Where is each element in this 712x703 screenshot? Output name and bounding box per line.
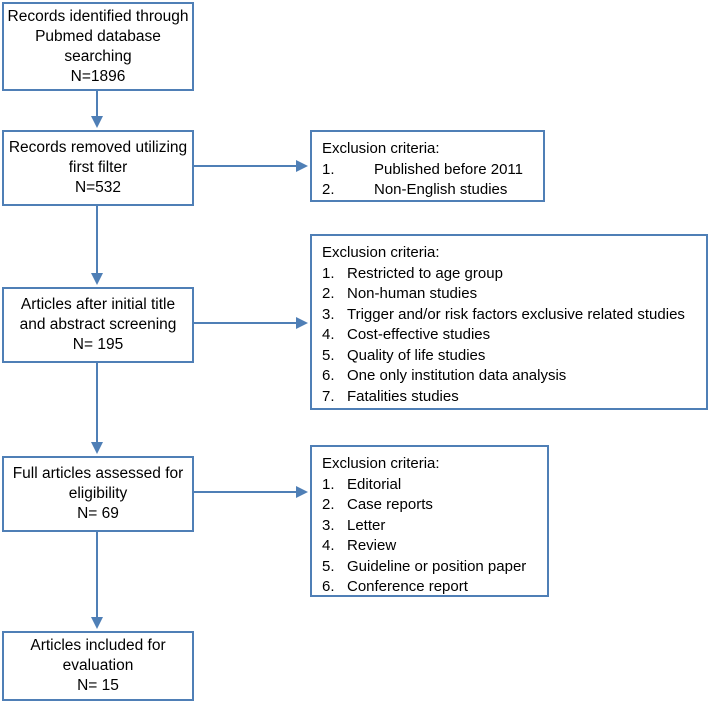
articles-included-box: Articles included for evaluation N= 15	[2, 631, 194, 701]
box-line: evaluation	[62, 657, 134, 674]
box-line: Articles included for	[30, 637, 166, 654]
exclusion-item: 5. Quality of life studies	[322, 346, 706, 367]
exclusion-item-text: One only institution data analysis	[347, 367, 567, 384]
exclusion-criteria-box-3: Exclusion criteria: 1. Editorial 2. Case…	[310, 445, 549, 597]
exclusion-item-number: 5.	[322, 557, 335, 575]
exclusion-item: 6. Conference report	[322, 577, 547, 598]
exclusion-item-number: 7.	[322, 387, 335, 405]
exclusion-item-number: 2.	[322, 285, 335, 302]
exclusion-item-number: 1.	[322, 475, 335, 493]
exclusion-item-text: Guideline or position paper	[347, 557, 527, 575]
box-line: and abstract screening	[19, 316, 177, 333]
records-identified-box: Records identified through Pubmed databa…	[2, 2, 194, 91]
exclusion-item-text: Non-English studies	[374, 181, 508, 198]
box-line: searching	[64, 47, 132, 65]
exclusion-item: 3. Trigger and/or risk factors exclusive…	[322, 305, 706, 326]
exclusion-item-text: Fatalities studies	[347, 387, 459, 405]
exclusion-criteria-box-2: Exclusion criteria: 1. Restricted to age…	[310, 234, 708, 410]
exclusion-title: Exclusion criteria:	[322, 455, 440, 472]
box-line: Records identified through	[7, 7, 189, 25]
exclusion-item: 4. Cost-effective studies	[322, 325, 706, 346]
box-count: N= 69	[77, 505, 119, 522]
exclusion-item: 6. One only institution data analysis	[322, 366, 706, 387]
box-count: N=532	[74, 179, 122, 196]
exclusion-title: Exclusion criteria:	[322, 140, 440, 157]
records-removed-box: Records removed utilizing first filter N…	[2, 130, 194, 206]
exclusion-item-number: 5.	[322, 346, 335, 364]
exclusion-item-text: Published before 2011	[374, 160, 524, 178]
exclusion-item: 5. Guideline or position paper	[322, 557, 547, 578]
exclusion-item-text: Restricted to age group	[347, 264, 503, 282]
exclusion-item-text: Conference report	[347, 578, 468, 595]
exclusion-item-number: 4.	[322, 537, 335, 554]
exclusion-item: 1. Editorial	[322, 475, 547, 496]
exclusion-item-text: Case reports	[347, 496, 433, 513]
box-count: N= 195	[72, 336, 124, 353]
exclusion-item-number: 6.	[322, 367, 335, 384]
exclusion-item-number: 2.	[322, 181, 335, 198]
exclusion-item-text: Non-human studies	[347, 285, 478, 302]
exclusion-item-number: 1.	[322, 264, 335, 282]
exclusion-item-number: 3.	[322, 516, 335, 534]
exclusion-item: 1. Restricted to age group	[322, 264, 706, 285]
exclusion-item: 7. Fatalities studies	[322, 387, 706, 408]
box-line: Records removed utilizing	[8, 139, 188, 156]
exclusion-item: 2. Non-English studies	[322, 180, 543, 201]
exclusion-item-number: 1.	[322, 160, 335, 178]
box-line: Full articles assessed for	[12, 465, 184, 482]
exclusion-item: 2. Case reports	[322, 495, 547, 516]
box-count: N=1896	[70, 67, 126, 85]
box-line: Pubmed database	[35, 27, 161, 45]
exclusion-item-text: Review	[347, 537, 397, 554]
box-line: first filter	[68, 159, 128, 176]
exclusion-item-text: Cost-effective studies	[347, 326, 491, 343]
exclusion-item-text: Letter	[347, 516, 386, 534]
exclusion-item-text: Trigger and/or risk factors exclusive re…	[347, 305, 685, 323]
exclusion-item-number: 4.	[322, 326, 335, 343]
exclusion-item: 4. Review	[322, 536, 547, 557]
exclusion-title: Exclusion criteria:	[322, 244, 440, 261]
exclusion-item-number: 2.	[322, 496, 335, 513]
exclusion-criteria-box-1: Exclusion criteria: 1. Published before …	[310, 130, 545, 202]
exclusion-item: 3. Letter	[322, 516, 547, 537]
box-line: eligibility	[68, 485, 128, 502]
exclusion-item: 2. Non-human studies	[322, 284, 706, 305]
exclusion-item-text: Editorial	[347, 475, 402, 493]
exclusion-item-number: 6.	[322, 578, 335, 595]
box-line: Articles after initial title	[20, 296, 176, 313]
articles-assessed-box: Full articles assessed for eligibility N…	[2, 456, 194, 532]
exclusion-item-number: 3.	[322, 305, 335, 323]
articles-screened-box: Articles after initial title and abstrac…	[2, 287, 194, 363]
box-count: N= 15	[77, 677, 119, 694]
exclusion-item-text: Quality of life studies	[347, 346, 486, 364]
exclusion-item: 1. Published before 2011	[322, 160, 543, 181]
